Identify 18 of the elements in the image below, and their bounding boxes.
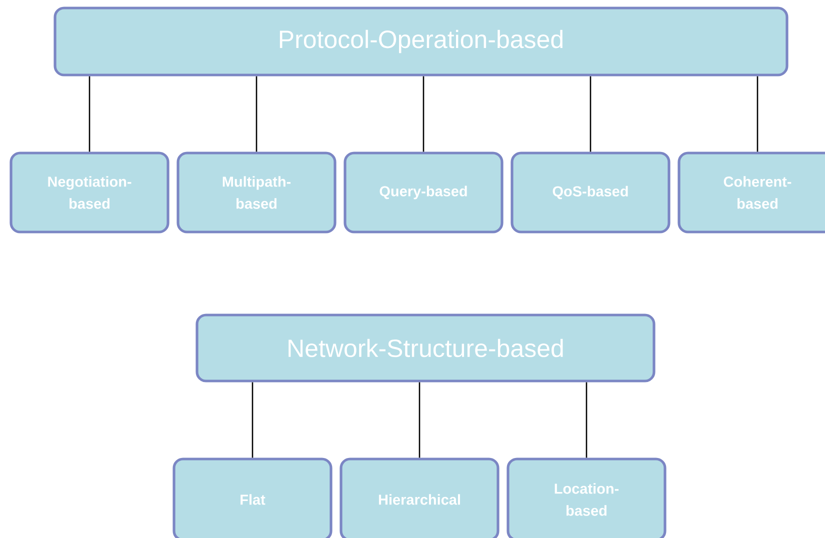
connector-line	[88, 76, 90, 152]
category-box: Protocol-Operation-based	[54, 6, 788, 76]
category-box: Network-Structure-based	[196, 314, 656, 382]
subcategory-box: Location-based	[506, 458, 666, 538]
subcategory-box: Query-based	[344, 152, 504, 234]
subcategory-box: Negotiation-based	[10, 152, 170, 234]
subcategory-box: Coherent-based	[678, 152, 825, 234]
connector-line	[756, 76, 758, 152]
subcategory-box: Hierarchical	[340, 458, 500, 538]
connector-line	[256, 76, 258, 152]
subcategory-box: Flat	[172, 458, 332, 538]
connector-line	[422, 76, 424, 152]
subcategory-box: Multipath-based	[176, 152, 336, 234]
connector-line	[586, 382, 588, 458]
connector-line	[252, 382, 254, 458]
connector-line	[418, 382, 420, 458]
subcategory-box: QoS-based	[510, 152, 670, 234]
connector-line	[590, 76, 592, 152]
